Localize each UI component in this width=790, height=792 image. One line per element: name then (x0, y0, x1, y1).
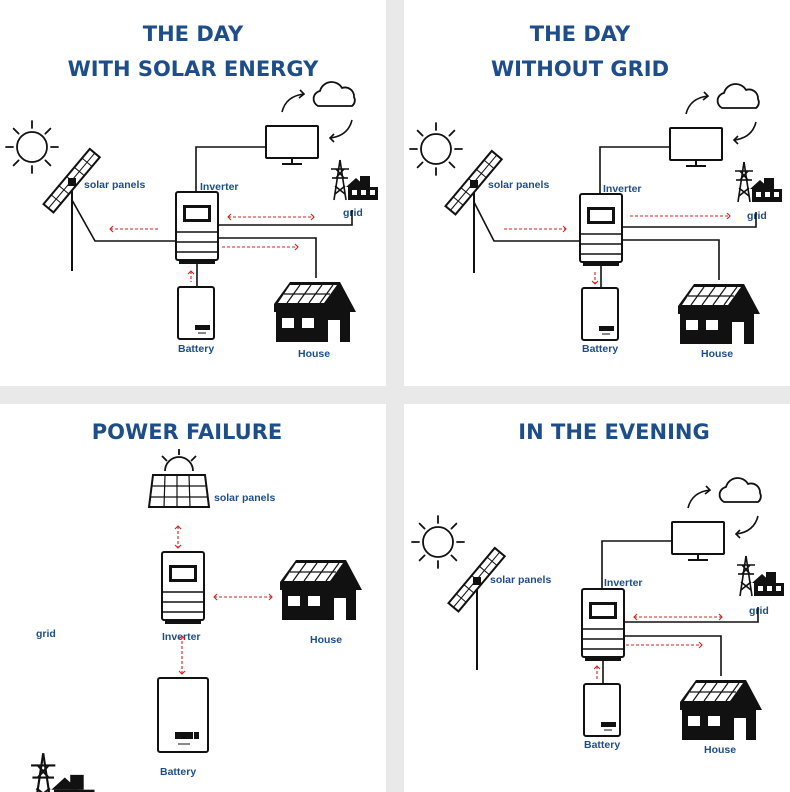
wiring (71, 89, 353, 287)
solar-panels-label: solar panels (214, 492, 275, 504)
inverter-label: Inverter (603, 183, 642, 195)
panel-title: THE DAY WITHOUT GRID (386, 17, 774, 87)
panel-title: THE DAY WITH SOLAR ENERGY (0, 17, 386, 87)
battery-label: Battery (178, 343, 214, 355)
cloud-icon (718, 477, 762, 503)
monitor-icon (671, 521, 725, 561)
energy-flow-arrows (110, 216, 314, 282)
solar-panel-icon (447, 546, 506, 671)
inverter-label: Inverter (604, 577, 643, 589)
house-icon (677, 283, 761, 345)
battery-icon (581, 287, 619, 341)
title-line-1: POWER FAILURE (91, 420, 283, 444)
battery-icon (177, 286, 215, 340)
wiring (473, 91, 757, 288)
grid-pylon-icon (29, 752, 96, 792)
title-line-1: THE DAY (142, 22, 244, 46)
energy-flow-arrows (504, 215, 730, 284)
monitor-icon (265, 125, 319, 165)
title-line-2: WITH SOLAR ENERGY (67, 57, 319, 81)
grid-pylon-icon (330, 159, 379, 201)
battery-icon (157, 677, 209, 753)
cloud-icon (716, 83, 760, 109)
title-line-1: IN THE EVENING (518, 420, 710, 444)
diagram-day-no-grid: solar panels Inverter grid Battery House (409, 83, 783, 360)
grid-label: grid (343, 207, 363, 219)
house-icon (273, 281, 357, 343)
grid-label: grid (747, 210, 767, 222)
diagram-evening: solar panels Inverter grid Battery House (411, 477, 785, 756)
battery-label: Battery (160, 766, 196, 778)
grid-pylon-icon (736, 555, 785, 597)
solar-panel-icon (42, 147, 101, 272)
diagram-power-failure: solar panels Inverter grid House Battery (29, 448, 363, 792)
house-label: House (701, 348, 733, 360)
inverter-icon (175, 191, 219, 265)
battery-icon (583, 683, 621, 737)
inverter-label: Inverter (200, 181, 239, 193)
house-label: House (704, 744, 736, 756)
wiring (601, 485, 759, 684)
sun-icon (411, 515, 465, 569)
solar-panels-label: solar panels (84, 179, 145, 191)
grid-pylon-icon (734, 161, 783, 203)
inverter-icon (161, 551, 205, 625)
house-label: House (298, 348, 330, 360)
panel-title: IN THE EVENING (420, 415, 790, 450)
solar-panel-icon (148, 448, 210, 508)
solar-panels-label: solar panels (488, 179, 549, 191)
sun-icon (5, 120, 59, 174)
sun-icon (409, 122, 463, 176)
house-label: House (310, 634, 342, 646)
solar-panels-label: solar panels (490, 574, 551, 586)
solar-panel-icon (444, 149, 503, 274)
grid-label: grid (36, 628, 56, 640)
energy-flow-arrows (177, 526, 272, 674)
house-icon (679, 679, 763, 741)
title-line-1: THE DAY (529, 22, 631, 46)
energy-flow-arrows (596, 616, 722, 680)
battery-label: Battery (582, 343, 618, 355)
inverter-icon (581, 588, 625, 662)
inverter-icon (579, 193, 623, 267)
house-icon (279, 559, 363, 621)
diagram-day-solar: solar panels Inverter grid Battery House (5, 81, 379, 360)
title-line-2: WITHOUT GRID (490, 57, 670, 81)
battery-label: Battery (584, 739, 620, 751)
panel-title: POWER FAILURE (0, 415, 374, 450)
grid-label: grid (749, 605, 769, 617)
cloud-icon (312, 81, 356, 107)
monitor-icon (669, 127, 723, 167)
